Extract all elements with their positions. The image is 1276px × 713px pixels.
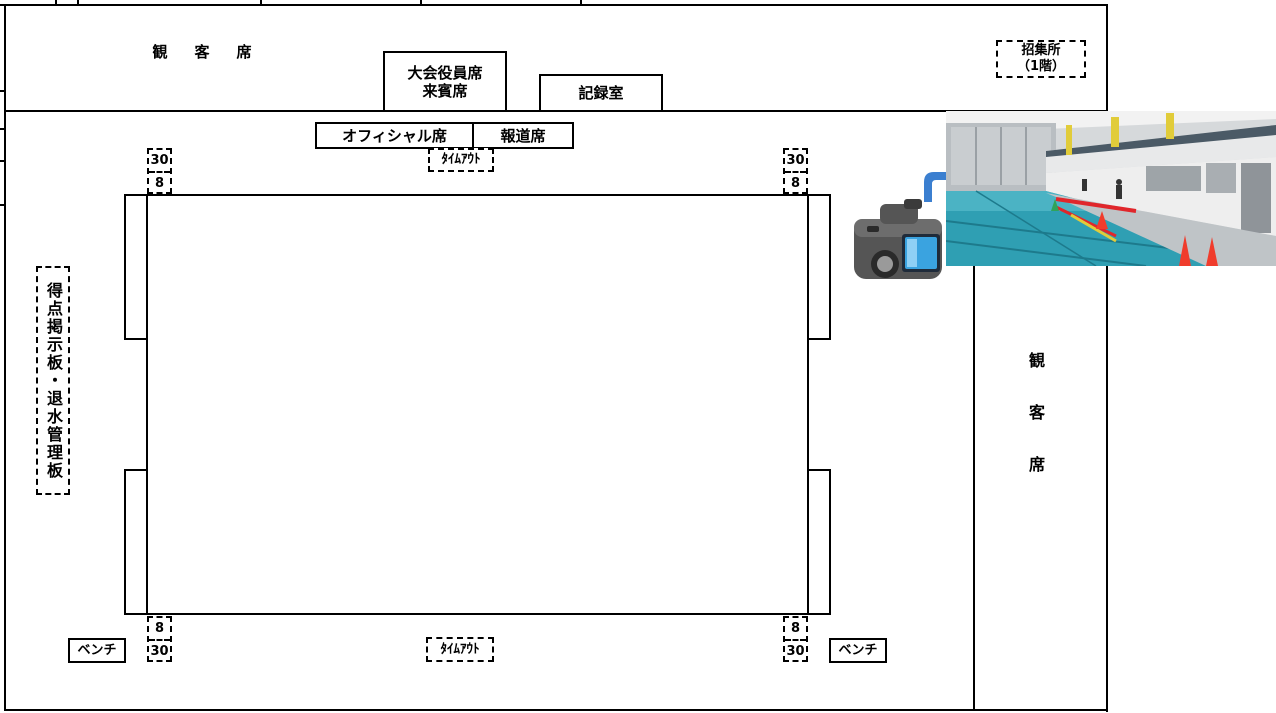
frame-left-tick-4 <box>420 0 422 6</box>
frame-left-tick-5 <box>580 0 582 6</box>
timeout-top-box: ﾀｲﾑｱｳﾄ <box>428 148 494 172</box>
marker-bottom-left-30: 30 <box>150 644 169 659</box>
audience-top-label: 観 客 席 <box>152 43 258 61</box>
frame-left-stub-2 <box>0 128 6 130</box>
right-stand-divider <box>973 264 975 710</box>
marker-top-right-8: 8 <box>790 176 801 191</box>
camera-icon <box>852 194 946 286</box>
marker-bottom-right: 8 30 <box>783 616 808 662</box>
frame-left-edge <box>4 4 6 710</box>
marker-bottom-right-30: 30 <box>786 644 805 659</box>
marker-top-left-30: 30 <box>149 150 170 173</box>
indoor-pool-photo <box>946 111 1276 266</box>
frame-left-stub-3 <box>0 160 6 162</box>
frame-bottom-edge <box>4 709 1108 711</box>
timeout-bottom-box: ﾀｲﾑｱｳﾄ <box>426 637 494 662</box>
timeout-bottom-label: ﾀｲﾑｱｳﾄ <box>440 641 480 657</box>
goal-right-top <box>807 194 831 340</box>
frame-right-edge <box>1106 4 1108 712</box>
audience-right-label: 観客席 <box>1026 352 1045 508</box>
frame-top-edge <box>0 4 1108 6</box>
goal-left-bottom <box>124 469 148 615</box>
marker-bottom-left-8: 8 <box>149 618 170 641</box>
frame-left-stub-4 <box>0 204 6 206</box>
scoreboard-box: 得点掲示板・退水管理板 <box>36 266 70 495</box>
press-seat-label: 報道席 <box>500 126 546 145</box>
officials-label: 大会役員席 <box>407 63 483 82</box>
records-room-label: 記録室 <box>578 84 624 102</box>
officials-guests-box: 大会役員席 来賓席 <box>383 51 507 112</box>
goal-right-bottom <box>807 469 831 615</box>
frame-left-tick-1 <box>55 0 57 6</box>
pool-field <box>146 194 809 615</box>
marker-top-right-30: 30 <box>785 150 806 173</box>
marker-top-left: 30 8 <box>147 148 172 194</box>
frame-left-stub-1 <box>0 90 6 92</box>
official-seat-box: オフィシャル席 <box>315 122 474 149</box>
frame-left-tick-2 <box>77 0 79 6</box>
bench-right-box: ベンチ <box>829 638 887 663</box>
records-room-box: 記録室 <box>539 74 663 112</box>
assembly-label: 招集所 <box>1021 43 1061 58</box>
marker-bottom-left: 8 30 <box>147 616 172 662</box>
bench-left-box: ベンチ <box>68 638 126 663</box>
audience-right-area: 観客席 <box>1010 350 1060 510</box>
marker-bottom-right-8: 8 <box>785 618 806 641</box>
bench-right-label: ベンチ <box>838 642 878 658</box>
official-seat-label: オフィシャル席 <box>342 126 447 145</box>
guests-label: 来賓席 <box>422 81 468 100</box>
scoreboard-label: 得点掲示板・退水管理板 <box>44 281 63 480</box>
press-seat-box: 報道席 <box>472 122 574 149</box>
bench-left-label: ベンチ <box>77 642 117 658</box>
assembly-floor-label: （1階） <box>1016 59 1066 74</box>
timeout-top-label: ﾀｲﾑｱｳﾄ <box>441 152 481 167</box>
goal-left-top <box>124 194 148 340</box>
marker-top-left-8: 8 <box>154 176 165 191</box>
frame-left-tick-3 <box>260 0 262 6</box>
assembly-area-box: 招集所 （1階） <box>996 40 1086 78</box>
marker-top-right: 30 8 <box>783 148 808 194</box>
